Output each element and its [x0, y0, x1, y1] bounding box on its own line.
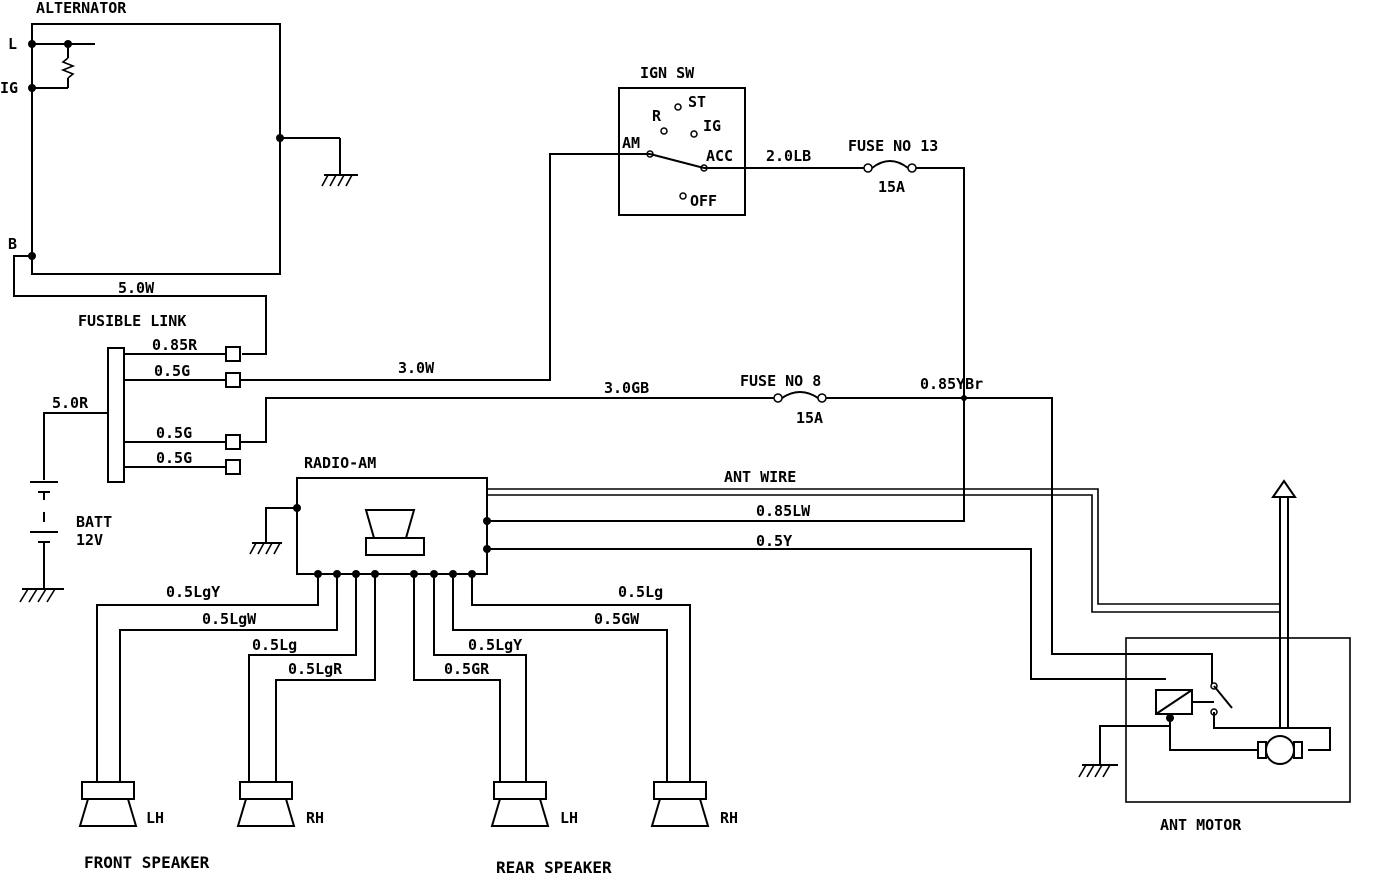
rear-speaker-rh: RH: [650, 781, 738, 827]
ground-icon: [1078, 764, 1118, 778]
alternator: ALTERNATOR L IG B: [0, 0, 358, 275]
wire-label-0-5lgy: 0.5LgY: [468, 636, 522, 654]
motor-icon: [1265, 735, 1295, 765]
ignition-switch-body: [618, 87, 746, 216]
fusible-link-connector: [225, 372, 241, 388]
alternator-body: [31, 23, 281, 275]
front-lh-label: LH: [146, 809, 164, 827]
fusible-link-connector: [225, 346, 241, 362]
ant-motor-housing: [1125, 637, 1351, 803]
wire-label-2-0lb: 2.0LB: [766, 147, 811, 165]
fuse-8-title: FUSE NO 8: [740, 372, 821, 390]
wire-label-0-5lg: 0.5Lg: [618, 583, 663, 601]
speaker-wiring: 0.5LgY 0.5LgW 0.5Lg 0.5LgR 0.5LgY 0.5GR …: [96, 574, 691, 782]
resistor-icon: [60, 57, 76, 79]
wire-label-3-0w: 3.0W: [398, 359, 435, 377]
fusible-link-connector: [225, 459, 241, 475]
fusible-link-bar: [107, 347, 125, 483]
ground-icon: [321, 174, 358, 187]
front-speaker-rh: RH: [236, 781, 324, 827]
wire-label-0-5gw: 0.5GW: [594, 610, 640, 628]
wire-label-5-0r: 5.0R: [52, 394, 89, 412]
battery: 5.0R BATT 12V: [19, 394, 112, 603]
terminal-b-label: B: [8, 235, 17, 253]
switch-lever: [649, 153, 705, 169]
ground-icon: [249, 542, 282, 555]
speaker-icon: [650, 798, 710, 827]
fuse-13-rating: 15A: [878, 178, 905, 196]
wire-label-0-5g: 0.5G: [156, 449, 192, 467]
front-rh-label: RH: [306, 809, 324, 827]
speaker-icon: [364, 509, 416, 539]
fusible-link-connector: [225, 434, 241, 450]
wire-label-3-0gb: 3.0GB: [604, 379, 649, 397]
wire-label-0-85r: 0.85R: [152, 336, 198, 354]
ign-sw-st-label: ST: [688, 93, 706, 111]
ign-sw-am-label: AM: [622, 134, 640, 152]
battery-voltage-label: 12V: [76, 531, 103, 549]
ign-sw-ig-label: IG: [703, 117, 721, 135]
wire-0-5y: 0.5Y: [487, 532, 1146, 680]
rear-rh-label: RH: [720, 809, 738, 827]
speaker-icon: [78, 798, 138, 827]
wire-label-0-5lgw: 0.5LgW: [202, 610, 257, 628]
wire-label-0-5lg: 0.5Lg: [252, 636, 297, 654]
ant-motor-title: ANT MOTOR: [1160, 816, 1242, 834]
ground-icon: [19, 588, 64, 603]
fuse-8-icon: [781, 391, 819, 399]
terminal-ig-label: IG: [0, 79, 18, 97]
fuse-13-title: FUSE NO 13: [848, 137, 938, 155]
fuse-13-icon: [871, 160, 909, 169]
wire-0-85lw: 0.85LW: [487, 398, 965, 522]
wire-label-0-5lgy: 0.5LgY: [166, 583, 220, 601]
radio-title: RADIO-AM: [304, 454, 376, 472]
wire-label-0-5gr: 0.5GR: [444, 660, 490, 678]
rear-speaker-title: REAR SPEAKER: [496, 858, 612, 877]
wire-label-5-0w: 5.0W: [118, 279, 155, 297]
wire-label-0-5g: 0.5G: [156, 424, 192, 442]
antenna-arrow-icon: [1271, 479, 1297, 498]
battery-label: BATT: [76, 513, 112, 531]
rear-lh-label: LH: [560, 809, 578, 827]
ignition-switch: IGN SW R ST IG AM ACC OFF: [618, 64, 746, 216]
wire-label-0-5lgr: 0.5LgR: [288, 660, 343, 678]
front-speaker-lh: LH: [78, 781, 164, 827]
wire-label-ant-wire: ANT WIRE: [724, 468, 796, 486]
wire-ant: ANT WIRE: [487, 468, 1280, 613]
wire-label-0-85ybr: 0.85YBr: [920, 375, 983, 393]
relay-contact: [1213, 685, 1233, 709]
wire-label-0-85lw: 0.85LW: [756, 502, 811, 520]
antenna-motor: ANT MOTOR: [1078, 479, 1351, 834]
fusible-link: FUSIBLE LINK 0.85R 0.5G 0.5G 0.5G: [78, 312, 241, 483]
wire-am-3-0w: 3.0W: [240, 153, 650, 381]
wire-label-0-5y: 0.5Y: [756, 532, 792, 550]
radio-am: RADIO-AM: [249, 454, 491, 578]
speaker-icon: [490, 798, 550, 827]
alternator-title: ALTERNATOR: [36, 0, 127, 17]
ign-sw-acc-label: ACC: [706, 147, 733, 165]
ign-sw-r-label: R: [652, 107, 662, 125]
radio-body: [296, 477, 488, 575]
wire-label-0-5g: 0.5G: [154, 362, 190, 380]
wire-acc-2-0lb: 2.0LB FUSE NO 13 15A: [704, 137, 965, 398]
fusible-link-title: FUSIBLE LINK: [78, 312, 186, 330]
ign-sw-off-label: OFF: [690, 192, 717, 210]
rear-speaker-lh: LH: [490, 781, 578, 827]
speaker-icon: [236, 798, 296, 827]
front-speaker-title: FRONT SPEAKER: [84, 853, 210, 872]
terminal-l-label: L: [8, 35, 17, 53]
ign-sw-title: IGN SW: [640, 64, 695, 82]
wire-alt-b: 5.0W: [13, 255, 267, 355]
fuse-8-rating: 15A: [796, 409, 823, 427]
